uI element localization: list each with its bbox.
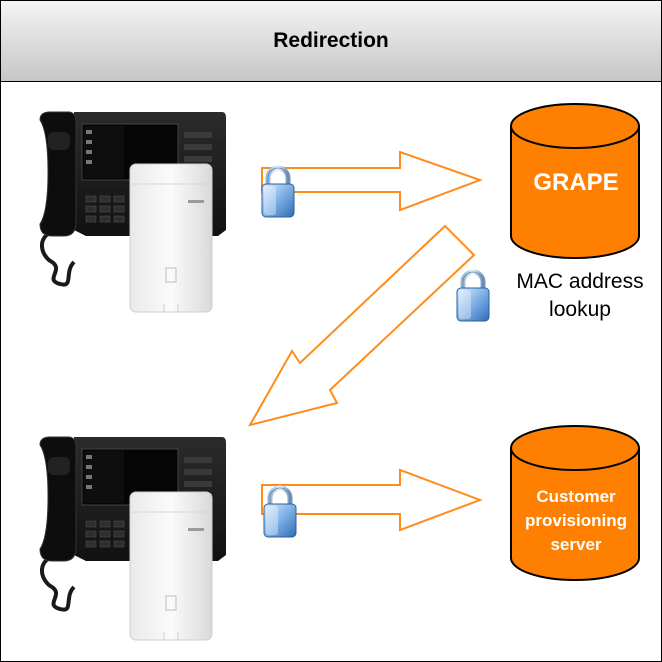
grape-caption-line2: lookup <box>549 298 611 321</box>
header-bar: Redirection <box>1 1 661 82</box>
database-cylinder-icon-customer-server <box>510 425 640 581</box>
arrow-device-to-grape <box>261 150 483 212</box>
grape-label: GRAPE <box>533 169 618 196</box>
customer-server-label-line1: Customer <box>536 487 616 506</box>
diagram-title: Redirection <box>273 29 389 52</box>
arrow-grape-to-device <box>247 224 476 427</box>
dect-base-station-icon-bottom <box>129 491 213 641</box>
database-cylinder-icon-grape <box>510 103 640 259</box>
padlock-icon-middle <box>457 272 489 321</box>
grape-caption-line1: MAC address <box>516 270 643 293</box>
customer-server-label-line2: provisioning <box>525 511 627 530</box>
customer-server-label-line3: server <box>550 535 601 554</box>
dect-base-station-icon-top <box>129 163 213 313</box>
